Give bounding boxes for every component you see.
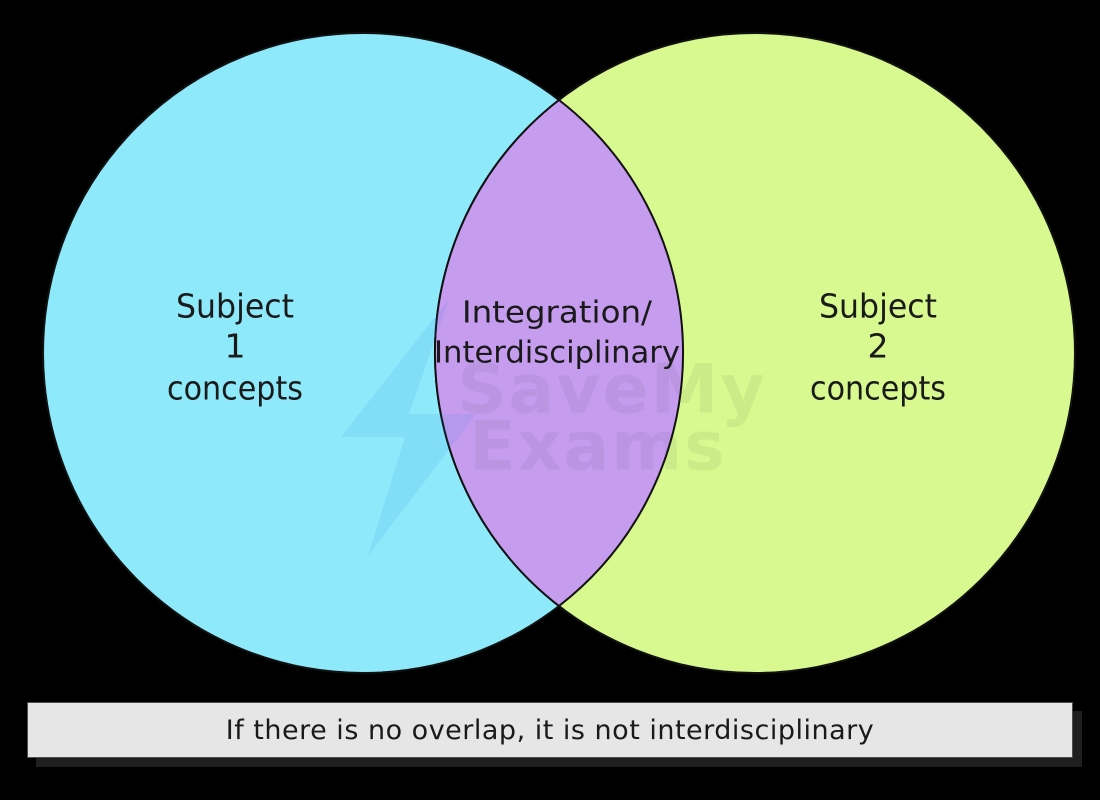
watermark-text-line1: SaveMy	[457, 351, 766, 430]
overlap-label-line-2: Interdisciplinary	[434, 336, 680, 371]
subject-2-label-line-3: concepts	[810, 369, 946, 408]
caption-bar: If there is no overlap, it is not interd…	[27, 702, 1073, 758]
subject-1-label-line-1: Subject	[176, 287, 294, 326]
overlap-region	[433, 98, 685, 608]
subject-2-label: Subject 2 concepts	[810, 287, 946, 408]
caption-text: If there is no overlap, it is not interd…	[225, 714, 875, 746]
subject-1-label-line-2: 1	[225, 327, 246, 366]
overlap-label-line-1: Integration/	[462, 296, 653, 331]
subject-1-label: Subject 1 concepts	[167, 287, 303, 408]
subject-2-label-line-1: Subject	[819, 287, 937, 326]
overlap-label: Integration/ Interdisciplinary	[434, 296, 680, 371]
lightning-bolt-icon	[341, 299, 476, 556]
subject-1-label-line-3: concepts	[167, 369, 303, 408]
watermark-text-line2: Exams	[469, 408, 727, 487]
subject-2-label-line-2: 2	[868, 327, 889, 366]
